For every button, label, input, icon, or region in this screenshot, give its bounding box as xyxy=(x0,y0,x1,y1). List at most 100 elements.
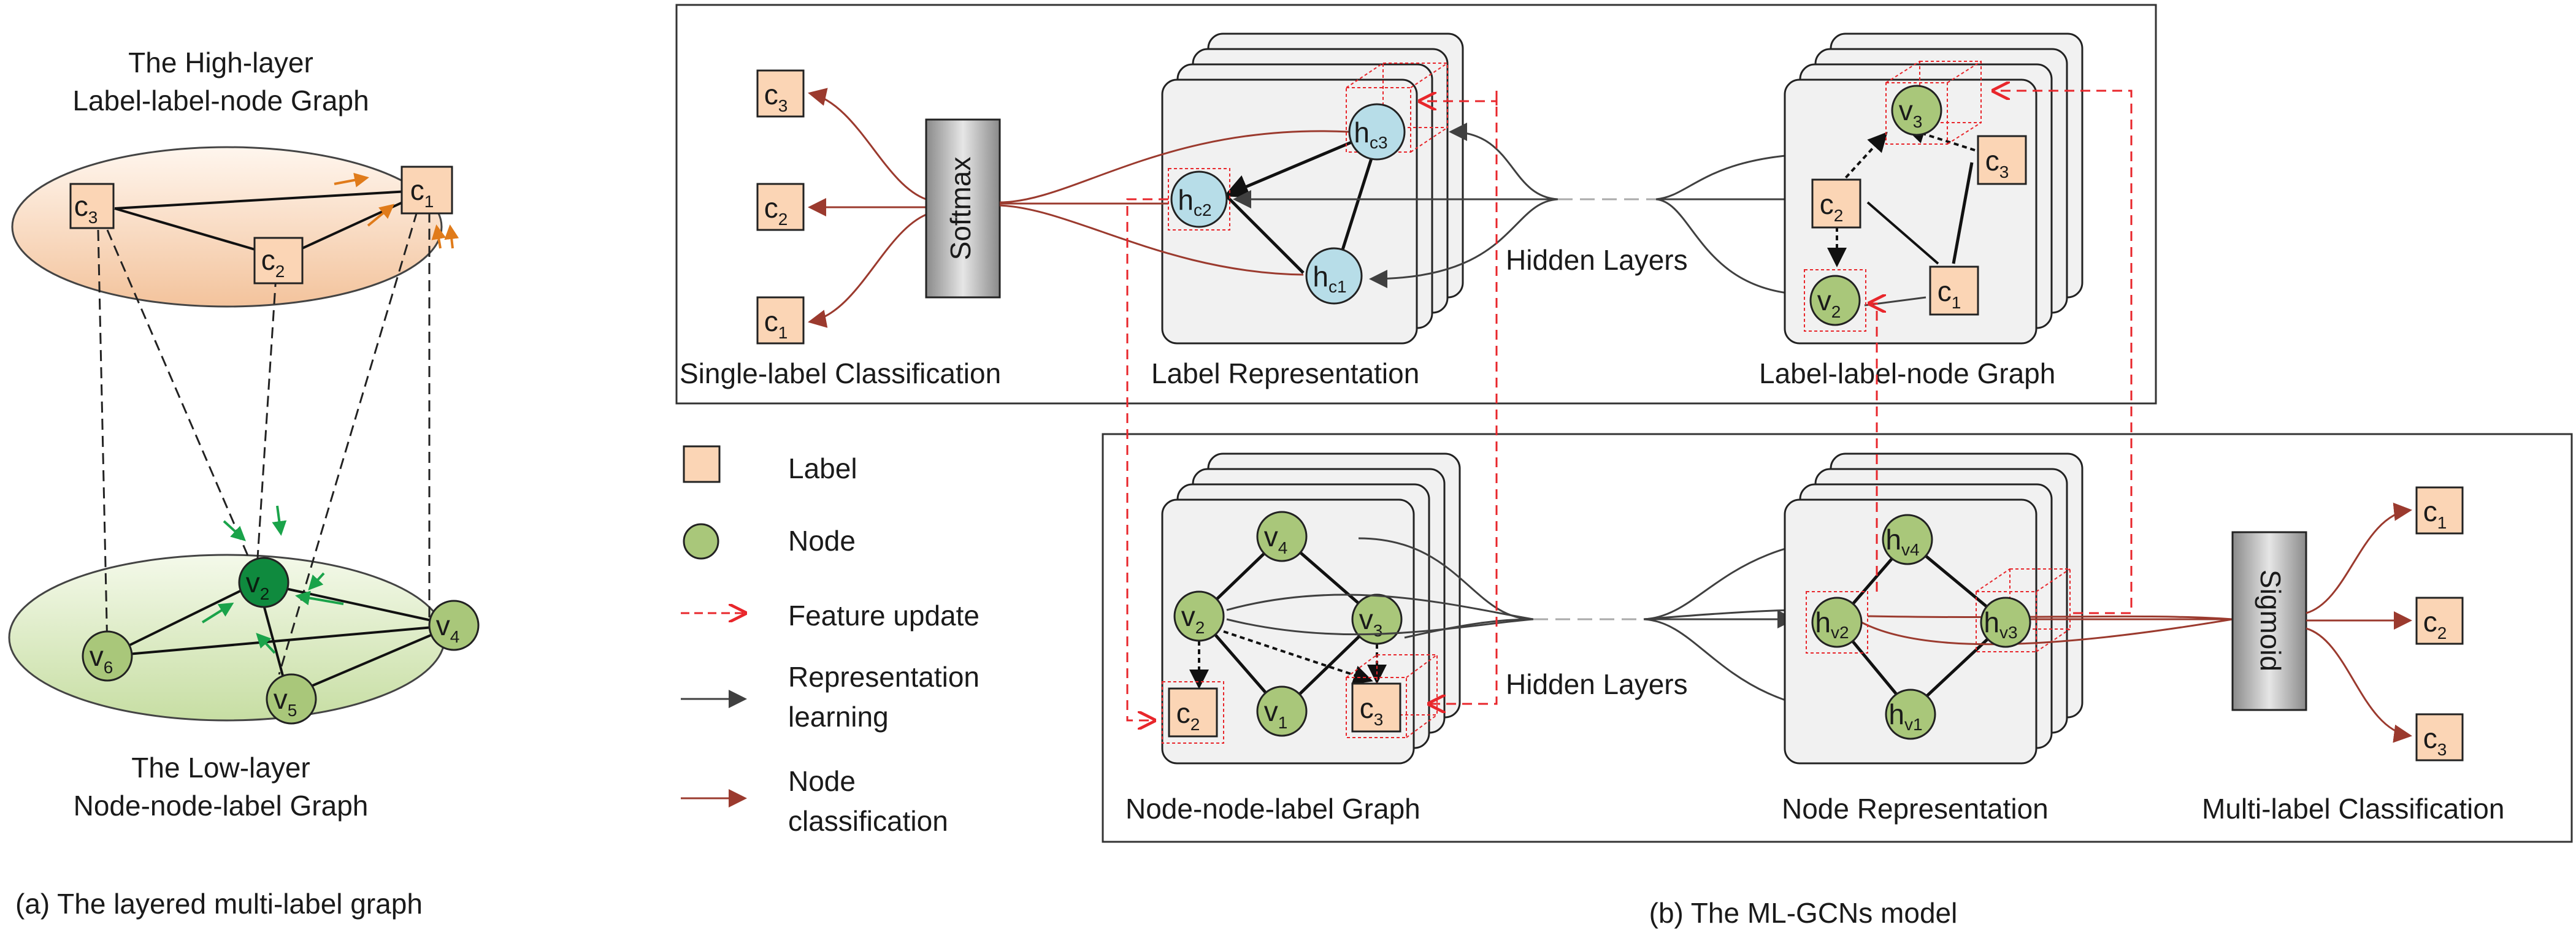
h-v2-node: hv2 xyxy=(1806,591,1868,654)
panel-a-node-v4: v4 xyxy=(428,600,480,651)
softmax-box: Softmax xyxy=(925,118,1001,299)
svg-text:v2: v2 xyxy=(1817,284,1841,321)
panel-b-caption: (b) The ML-GCNs model xyxy=(1649,897,1958,929)
svg-text:c1: c1 xyxy=(2423,495,2447,532)
nnlg-v3-node: v3 xyxy=(1351,593,1403,645)
svg-text:c3: c3 xyxy=(2423,722,2447,759)
legend-node-class-text-1: Node xyxy=(788,765,856,797)
panel-a-node-v6: v6 xyxy=(82,630,133,682)
legend-label-text: Label xyxy=(788,452,857,484)
svg-text:v3: v3 xyxy=(1359,603,1383,640)
panel-a-top-title-line2: Label-label-node Graph xyxy=(72,85,369,116)
legend: Label Node Feature update Representation… xyxy=(681,445,979,837)
nnlg-c2-label: c2 xyxy=(1162,681,1224,744)
bottom-output-c2: c2 xyxy=(2415,597,2464,645)
llng-v2-node: v2 xyxy=(1804,269,1866,332)
svg-text:hv2: hv2 xyxy=(1815,606,1849,642)
panel-a-label-c1: c1 xyxy=(401,166,453,215)
svg-text:c2: c2 xyxy=(764,192,788,229)
legend-node-text: Node xyxy=(788,525,856,557)
bottom-frame xyxy=(1102,433,2573,843)
panel-a: The High-layer Label-label-node Graph xyxy=(8,47,480,920)
nnlg-v4-node: v4 xyxy=(1256,511,1308,562)
svg-text:Sigmoid: Sigmoid xyxy=(2255,570,2287,671)
llng-c2-label: c2 xyxy=(1811,178,1861,229)
panel-a-top-title-line1: The High-layer xyxy=(128,47,313,78)
svg-text:v3: v3 xyxy=(1899,94,1923,131)
bottom-hidden-layers: Hidden Layers xyxy=(1506,668,1688,700)
svg-text:c3: c3 xyxy=(1985,145,2009,181)
panel-a-label-c2: c2 xyxy=(253,237,304,284)
h-c3-node: hc3 xyxy=(1348,103,1406,161)
node-repr-caption: Node Representation xyxy=(1782,793,2049,825)
svg-text:c1: c1 xyxy=(764,305,788,342)
svg-text:c3: c3 xyxy=(764,78,788,115)
label-repr-caption: Label Representation xyxy=(1151,357,1419,389)
legend-repr-text-1: Representation xyxy=(788,661,979,693)
llng-v3-node: v3 xyxy=(1891,85,1942,136)
panel-b-bottom: v4 v2 v3 v1 c2 c3 xyxy=(1102,433,2573,843)
panel-b-top: c3 c2 c1 Softmax xyxy=(675,4,2157,405)
svg-text:c2: c2 xyxy=(1820,188,1844,225)
sigmoid-box: Sigmoid xyxy=(2231,531,2307,711)
panel-a-node-v2: v2 xyxy=(238,557,289,608)
single-label-caption: Single-label Classification xyxy=(680,357,1001,389)
h-c2-node: hc2 xyxy=(1168,168,1230,231)
h-v1-node: hv1 xyxy=(1885,689,1936,740)
top-output-c2: c2 xyxy=(756,183,805,231)
legend-node-class-text-2: classification xyxy=(788,805,948,837)
svg-text:hc2: hc2 xyxy=(1178,184,1211,219)
svg-text:c2: c2 xyxy=(1176,697,1200,734)
legend-node-swatch xyxy=(683,523,719,560)
h-c1-node: hc1 xyxy=(1305,247,1363,305)
svg-text:Softmax: Softmax xyxy=(945,157,976,261)
svg-text:hc3: hc3 xyxy=(1354,116,1387,152)
multi-label-caption: Multi-label Classification xyxy=(2202,793,2504,825)
orange-arrows xyxy=(334,172,459,249)
nnlg-caption: Node-node-label Graph xyxy=(1125,793,1420,825)
svg-text:v1: v1 xyxy=(1264,695,1288,732)
svg-text:v2: v2 xyxy=(1181,600,1205,637)
svg-text:hv1: hv1 xyxy=(1888,698,1922,734)
nnlg-v1-node: v1 xyxy=(1256,685,1308,737)
svg-text:c3: c3 xyxy=(1360,692,1384,729)
nnlg-c3-label: c3 xyxy=(1351,682,1401,733)
top-hidden-layers: Hidden Layers xyxy=(1506,244,1688,276)
svg-text:c3: c3 xyxy=(74,190,98,227)
svg-text:c2: c2 xyxy=(261,244,285,281)
svg-text:hc1: hc1 xyxy=(1313,261,1346,296)
panel-a-label-c3: c3 xyxy=(69,183,115,229)
svg-text:c1: c1 xyxy=(410,174,434,211)
svg-text:v6: v6 xyxy=(90,640,113,677)
legend-repr-text-2: learning xyxy=(788,701,889,733)
llng-caption: Label-label-node Graph xyxy=(1759,357,2055,389)
h-v4-node: hv4 xyxy=(1882,514,1933,565)
bottom-output-c1: c1 xyxy=(2415,486,2464,535)
nnlg-v2-node: v2 xyxy=(1173,590,1225,642)
svg-text:v2: v2 xyxy=(246,567,270,603)
svg-text:hv4: hv4 xyxy=(1885,524,1919,559)
legend-feature-update-text: Feature update xyxy=(788,600,979,632)
top-frame xyxy=(675,4,2157,405)
low-layer-ellipse xyxy=(8,554,446,722)
svg-text:c2: c2 xyxy=(2423,606,2447,643)
svg-text:v4: v4 xyxy=(436,609,460,646)
top-output-c3: c3 xyxy=(756,69,805,118)
svg-text:v5: v5 xyxy=(274,683,297,720)
llng-stack xyxy=(1784,32,2083,345)
panel-a-bottom-title-line1: The Low-layer xyxy=(131,752,310,784)
green-arrows xyxy=(201,505,344,654)
feature-update-lines xyxy=(1126,91,2133,720)
top-output-c1: c1 xyxy=(756,296,805,345)
svg-text:hv3: hv3 xyxy=(1984,606,2017,642)
svg-text:v4: v4 xyxy=(1264,521,1288,557)
legend-label-swatch xyxy=(683,445,721,483)
bottom-output-c3: c3 xyxy=(2415,713,2464,761)
h-v3-node: hv3 xyxy=(1980,597,2031,648)
llng-c1-label: c1 xyxy=(1929,265,1979,316)
panel-a-caption: (a) The layered multi-label graph xyxy=(15,888,423,920)
llng-c3-label: c3 xyxy=(1977,135,2027,185)
panel-a-bottom-title-line2: Node-node-label Graph xyxy=(74,790,369,822)
panel-a-node-v5: v5 xyxy=(266,673,317,725)
